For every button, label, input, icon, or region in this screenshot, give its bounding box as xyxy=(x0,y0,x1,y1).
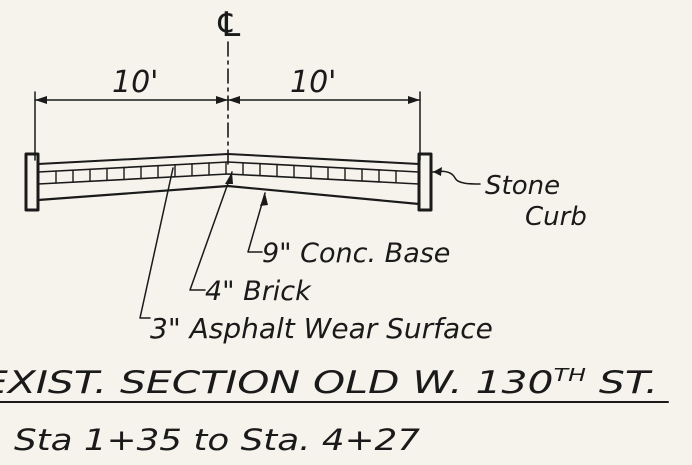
curb-label-line1: Stone xyxy=(485,171,560,201)
arrowhead-right-outer xyxy=(408,96,420,104)
arrowhead-left-inner xyxy=(216,96,228,104)
brick-top-line xyxy=(37,161,420,173)
arrowhead-right-inner xyxy=(228,96,240,104)
surface-label: 3" Asphalt Wear Surface xyxy=(150,312,493,345)
left-stone-curb xyxy=(24,152,40,212)
brick-bottom-line xyxy=(37,173,420,185)
dimension-left-label: 10' xyxy=(112,65,158,100)
brick-joints xyxy=(55,161,397,184)
station-range: Sta 1+35 to Sta. 4+27 xyxy=(14,423,421,457)
dimension-right-label: 10' xyxy=(290,65,336,100)
centerline-symbol: ℄ xyxy=(214,5,244,45)
pavement-layers xyxy=(36,153,421,206)
brick-label: 4" Brick xyxy=(205,276,312,307)
arrowhead-left-outer xyxy=(35,96,47,104)
curb-label-line2: Curb xyxy=(525,202,587,232)
centerline: ℄ xyxy=(214,5,244,166)
asphalt-top-line xyxy=(37,153,420,165)
leader-lines xyxy=(139,167,481,319)
base-label: 9" Conc. Base xyxy=(262,238,450,269)
right-stone-curb xyxy=(417,152,433,212)
concrete-base-bottom xyxy=(36,184,421,206)
dimension-line: 10' 10' xyxy=(34,65,421,161)
